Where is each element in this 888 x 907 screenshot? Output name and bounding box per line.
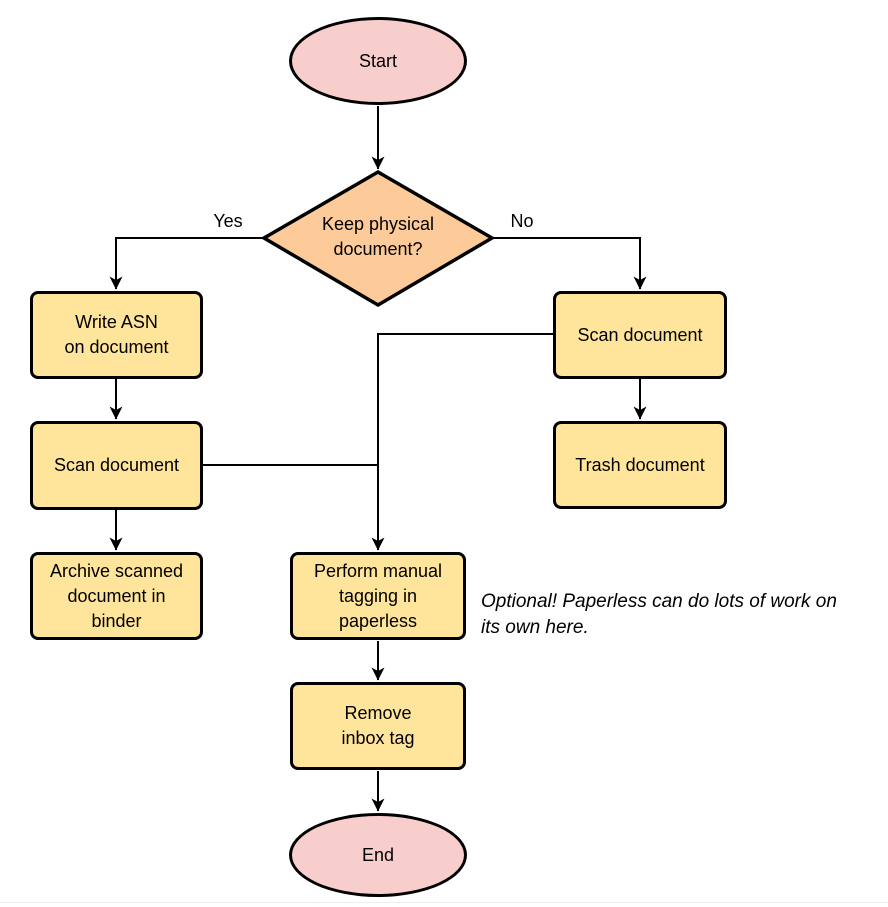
- remove-line-1: Remove: [344, 703, 412, 723]
- bottom-divider: [0, 902, 888, 903]
- note-line-1: Optional! Paperless can do lots of work …: [481, 591, 837, 612]
- remove-line-2: inbox tag: [341, 728, 415, 748]
- archive-line-3: binder: [91, 610, 142, 631]
- decision-line-1: Keep physical: [321, 214, 435, 234]
- node-end: End: [289, 813, 467, 897]
- node-scan-document-left: Scan document: [30, 421, 203, 510]
- edge-label-no: No: [510, 211, 534, 231]
- node-scan-document-right: Scan document: [553, 291, 727, 379]
- write-asn-line-2: on document: [64, 337, 169, 357]
- node-write-asn: Write ASN on document: [30, 291, 203, 379]
- perform-line-3: paperless: [338, 610, 418, 631]
- archive-line-1: Archive scanned: [49, 560, 184, 581]
- node-decision-label: Keep physical document?: [288, 212, 468, 262]
- trash-label: Trash document: [575, 454, 705, 475]
- note-line-2: its own here.: [481, 617, 589, 638]
- scan-left-label: Scan document: [53, 455, 180, 475]
- write-asn-line-1: Write ASN: [75, 312, 158, 332]
- optional-note: Optional! Paperless can do lots of work …: [481, 589, 885, 641]
- connector-decision-no-to-scan-right: [493, 237, 647, 290]
- node-archive-binder: Archive scanned document in binder: [30, 552, 203, 640]
- perform-line-2: tagging in: [338, 585, 418, 606]
- node-start: Start: [289, 17, 467, 105]
- edge-label-yes: Yes: [213, 211, 243, 231]
- perform-line-1: Perform manual: [313, 560, 443, 581]
- node-trash-document: Trash document: [553, 421, 727, 509]
- node-start-label: Start: [358, 50, 397, 71]
- scan-right-label: Scan document: [577, 324, 703, 345]
- connector-decision-yes-to-write-asn: [109, 237, 263, 290]
- decision-diamond-shape: [260, 169, 496, 308]
- node-remove-inbox-tag: Remove inbox tag: [290, 682, 466, 770]
- decision-line-2: document?: [333, 239, 423, 259]
- node-perform-tagging: Perform manual tagging in paperless: [290, 552, 466, 640]
- node-end-label: End: [361, 844, 395, 865]
- archive-line-2: document in: [67, 585, 166, 606]
- connector-scan-right-to-perform-tagging: [371, 333, 553, 551]
